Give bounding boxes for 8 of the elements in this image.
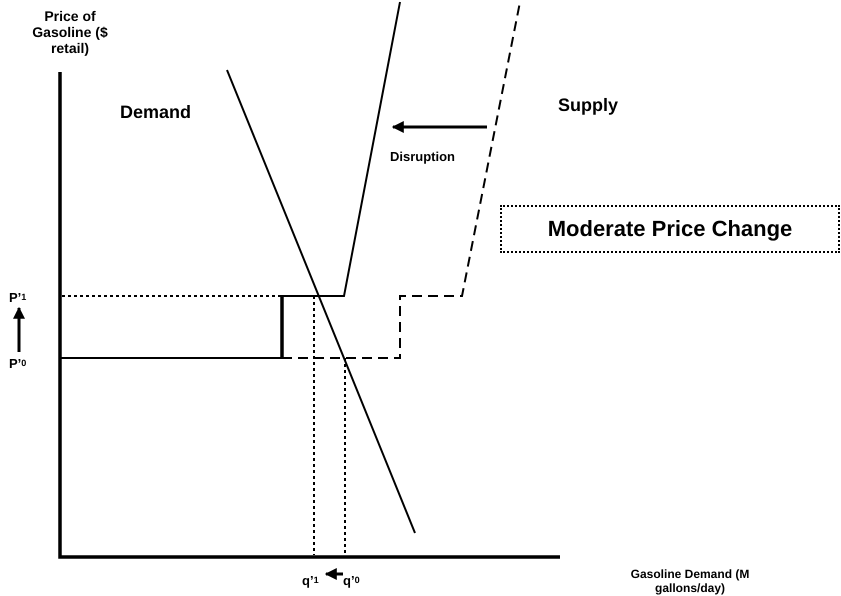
arrow bbox=[324, 568, 343, 580]
arrow bbox=[13, 306, 25, 352]
axis-title: Gasoline Demand (M gallons/day) bbox=[630, 568, 750, 596]
curve-label: Supply bbox=[558, 95, 618, 116]
axis-title: Price of Gasoline ($ retail) bbox=[31, 8, 109, 56]
callout-box: Moderate Price Change bbox=[500, 205, 840, 253]
shift-label: Disruption bbox=[390, 150, 455, 165]
curve-label: Demand bbox=[120, 102, 192, 123]
